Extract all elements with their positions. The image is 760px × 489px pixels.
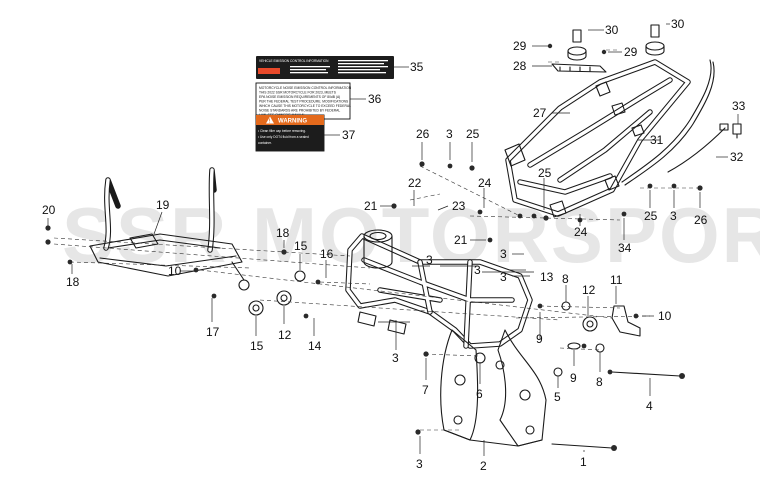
callout-9: 9 xyxy=(570,371,577,385)
svg-text:VEHICLE EMISSION CONTROL INFOR: VEHICLE EMISSION CONTROL INFORMATION xyxy=(259,59,329,63)
callout-26: 26 xyxy=(694,213,708,227)
brake-hose xyxy=(621,59,715,186)
callout-3: 3 xyxy=(446,127,453,141)
callout-26: 26 xyxy=(416,127,430,141)
callout-3: 3 xyxy=(416,457,423,471)
callout-12: 12 xyxy=(278,328,292,342)
callout-20: 20 xyxy=(42,203,56,217)
callout-31: 31 xyxy=(650,133,664,147)
callout-25: 25 xyxy=(538,166,552,180)
callout-6: 6 xyxy=(476,387,483,401)
svg-text:PER THE FEDERAL TEST PROCEDURE: PER THE FEDERAL TEST PROCEDURE. MODIFICA… xyxy=(259,100,349,104)
callout-19: 19 xyxy=(156,198,170,212)
callout-1: 1 xyxy=(580,455,587,469)
callout-3: 3 xyxy=(392,351,399,365)
callout-24: 24 xyxy=(478,176,492,190)
callout-17: 17 xyxy=(206,325,220,339)
callout-2: 2 xyxy=(480,459,487,473)
callout-3: 3 xyxy=(426,253,433,267)
callout-29: 29 xyxy=(624,45,638,59)
callout-30: 30 xyxy=(605,23,619,37)
callout-21: 21 xyxy=(364,199,378,213)
callout-18: 18 xyxy=(276,226,290,240)
callout-24: 24 xyxy=(574,225,588,239)
callout-7: 7 xyxy=(422,383,429,397)
engine-hanger-bolt xyxy=(551,443,617,451)
warning-label: ! WARNING • Clean filler cap before remo… xyxy=(255,114,325,152)
callout-29: 29 xyxy=(513,39,527,53)
callout-32: 32 xyxy=(730,150,744,164)
callout-33: 33 xyxy=(732,99,746,113)
assembly-lines xyxy=(53,49,700,431)
pivot-shaft xyxy=(611,371,685,379)
callout-25: 25 xyxy=(466,127,480,141)
callout-21: 21 xyxy=(454,233,468,247)
emission-label: VEHICLE EMISSION CONTROL INFORMATION xyxy=(256,56,394,79)
rear-footpeg-bracket xyxy=(89,167,250,291)
svg-text:MOTORCYCLE NOISE EMISSION CONT: MOTORCYCLE NOISE EMISSION CONTROL INFORM… xyxy=(259,86,352,90)
callout-5: 5 xyxy=(554,390,561,404)
svg-text:EPA NOISE EMISSION REQUIREMENT: EPA NOISE EMISSION REQUIREMENTS OF 80dB … xyxy=(259,95,340,99)
callout-27: 27 xyxy=(533,106,547,120)
svg-text:THIS 2022 SSR MOTORCYCLE FOR 2: THIS 2022 SSR MOTORCYCLE FOR 2023, MEETS xyxy=(259,91,337,95)
callout-15: 15 xyxy=(250,339,264,353)
callout-11: 11 xyxy=(610,273,623,287)
rear-subframe xyxy=(504,24,691,218)
svg-text:WARNING: WARNING xyxy=(278,119,307,125)
callout-25: 25 xyxy=(644,209,658,223)
callout-16: 16 xyxy=(320,247,334,261)
side-bracket xyxy=(611,305,641,337)
callout-10: 10 xyxy=(658,309,672,323)
main-frame xyxy=(345,229,547,447)
callout-22: 22 xyxy=(408,176,422,190)
callout-9: 9 xyxy=(536,332,543,346)
callout-28: 28 xyxy=(513,59,527,73)
callout-36: 36 xyxy=(368,92,382,106)
collar-parts xyxy=(248,270,605,377)
callout-23: 23 xyxy=(452,199,466,213)
clip-part xyxy=(732,123,742,139)
callout-8: 8 xyxy=(562,272,569,286)
callout-3: 3 xyxy=(500,247,507,261)
callout-14: 14 xyxy=(308,339,322,353)
callout-3: 3 xyxy=(500,270,507,284)
callout-35: 35 xyxy=(410,60,424,74)
callout-30: 30 xyxy=(671,17,685,31)
callout-13: 13 xyxy=(540,270,554,284)
reflector-stay xyxy=(667,123,729,173)
callout-34: 34 xyxy=(618,241,632,255)
fasteners xyxy=(45,43,703,435)
svg-text:NOISE STANDARDS ARE PROHIBITED: NOISE STANDARDS ARE PROHIBITED BY FEDERA… xyxy=(259,109,340,113)
callout-numbers: 35 36 37 30 30 29 29 28 27 31 33 32 26 3… xyxy=(42,17,746,473)
callout-15: 15 xyxy=(294,239,308,253)
noise-label: MOTORCYCLE NOISE EMISSION CONTROL INFORM… xyxy=(255,82,352,120)
svg-text:WHICH CAUSE THIS MOTORCYCLE TO: WHICH CAUSE THIS MOTORCYCLE TO EXCEED FE… xyxy=(259,104,351,108)
leader-lines xyxy=(47,23,739,456)
svg-text:• Use only DOT4 fluid from a s: • Use only DOT4 fluid from a sealed xyxy=(258,135,309,139)
svg-text:container.: container. xyxy=(258,141,272,145)
callout-3: 3 xyxy=(474,263,481,277)
callout-12: 12 xyxy=(582,283,596,297)
callout-4: 4 xyxy=(646,399,653,413)
callout-18: 18 xyxy=(66,275,80,289)
callout-3: 3 xyxy=(670,209,677,223)
callout-10: 10 xyxy=(168,264,182,278)
svg-text:!: ! xyxy=(269,119,271,125)
callout-37: 37 xyxy=(342,128,356,142)
callout-8: 8 xyxy=(596,375,603,389)
svg-text:• Clean filler cap before remo: • Clean filler cap before removing. xyxy=(258,129,306,133)
